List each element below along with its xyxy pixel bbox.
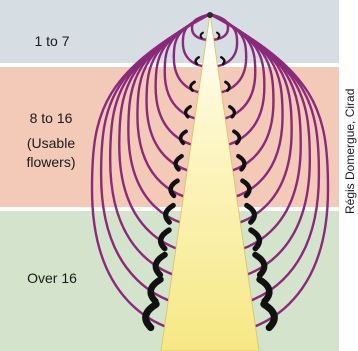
flower-mark: [201, 33, 203, 38]
flower-mark: [156, 255, 165, 275]
flower-mark: [226, 82, 230, 91]
flower-mark: [151, 280, 161, 302]
flower-mark: [264, 304, 275, 327]
flower-mark: [221, 57, 224, 64]
flower-mark: [255, 255, 264, 275]
flower-mark: [217, 33, 219, 38]
flower-mark: [191, 82, 195, 91]
axis-tip: [207, 12, 213, 18]
photo-credit: Régis Domergue, Cirad: [342, 0, 358, 214]
flower-mark: [260, 280, 270, 302]
flower-mark: [196, 57, 199, 64]
flower-mark: [146, 304, 157, 327]
